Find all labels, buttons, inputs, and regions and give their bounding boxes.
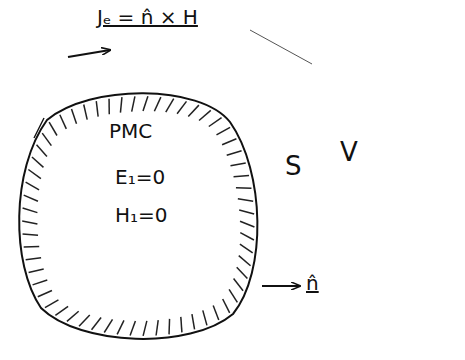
hatch-stroke [203,310,207,325]
hatch-stroke [108,99,110,115]
hatch-stroke [234,278,244,290]
hatch-stroke [38,290,52,296]
hatch-stroke [234,176,249,177]
hatch-stroke [26,182,39,190]
hatch-stroke [209,118,222,127]
hatch-stroke [236,187,252,189]
equation-label: Jₑ = n̂ × H [95,6,200,29]
hatch-stroke [199,110,211,120]
hatch-stroke [49,122,57,135]
volume-label: V [338,138,360,168]
surface-leader [250,30,312,64]
hatch-stroke [29,269,44,272]
hatch-stroke [239,256,251,266]
hatch-stroke [213,305,219,319]
hatch-stroke [216,127,230,135]
hatch-stroke [120,97,122,112]
hatch-stroke [23,208,38,213]
hatch-stroke [240,221,254,227]
pmc-body: PMC E₁=0H₁=0 [15,82,267,344]
hatch-stroke [42,133,51,146]
hatch-stroke [24,246,40,248]
hatch-stroke [192,314,195,329]
hatch-stroke [45,300,58,308]
hatch-stroke [229,289,237,302]
hatch-stroke [154,97,160,111]
hatch-stroke [37,145,47,157]
hatch-stroke [181,317,182,332]
hatch-stroke [79,315,90,326]
hatch-stroke [166,99,174,112]
normal-label: n̂ [304,272,321,295]
hatch-stroke [55,306,68,315]
hatch-stroke [188,105,199,116]
hatch-stroke [132,96,135,111]
hatch-stroke [177,101,186,113]
hatch-stroke [223,299,230,313]
hatch-stroke [96,101,98,116]
hatch-stroke [222,139,236,145]
field-condition: H₁=0 [113,204,170,227]
hatch-stroke [104,319,112,332]
hatch-stroke [227,151,242,156]
hatch-stroke [240,244,253,253]
hatch-stroke [168,319,170,335]
material-label: PMC [107,120,154,143]
hatch-stroke [26,258,41,260]
hatch-stroke [23,234,38,235]
hatch-stroke [143,96,148,111]
hatch-stroke [130,321,135,336]
hatch-stroke [237,267,248,278]
hatch-stroke [239,210,254,214]
hatch-stroke [143,321,147,336]
hatch-stroke [117,320,124,334]
hatch-stroke [156,320,158,335]
hatch-stroke [84,105,87,120]
current-arrow [68,50,110,57]
field-condition: E₁=0 [113,166,167,189]
hatch-stroke [33,280,48,285]
hatch-stroke [230,163,245,166]
hatch-stroke [240,233,254,240]
blob-edge [19,93,257,339]
surface-label: S [283,152,304,182]
normal-arrow [262,285,300,287]
hatch-stroke [238,199,253,201]
hatch-stroke [60,115,66,129]
hatch-stroke [24,195,38,201]
hatch-stroke [71,109,76,124]
hatch-stroke [67,311,79,321]
hatch-stroke [28,170,41,179]
hatch-stroke [22,221,37,224]
hatch-stroke [92,318,102,330]
hatch-stroke [32,157,44,167]
